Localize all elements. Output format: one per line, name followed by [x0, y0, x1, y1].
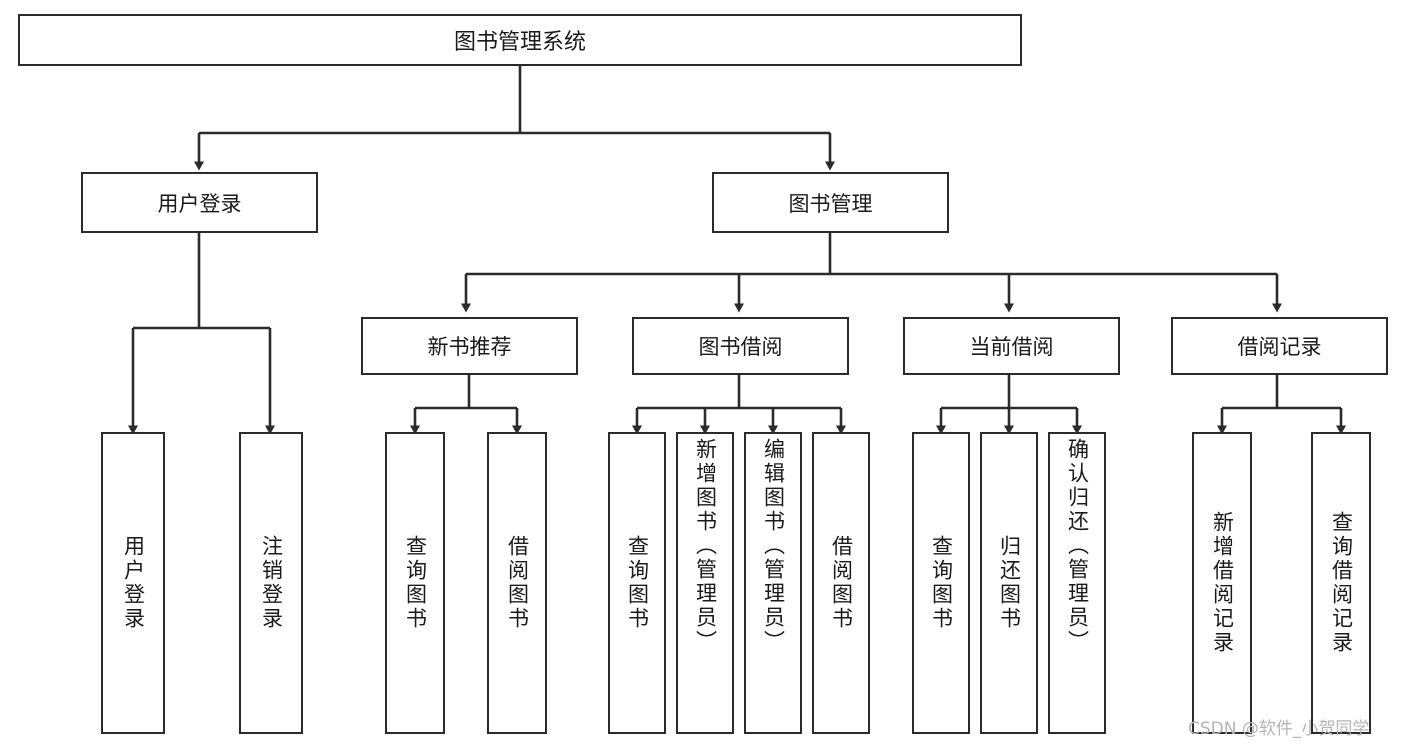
- node-label: 查询借阅记录: [1329, 511, 1354, 655]
- leaf-user-login[interactable]: 用户登录: [101, 432, 165, 734]
- leaf-borrow-book[interactable]: 借阅图书: [812, 432, 870, 734]
- leaf-borrow-book-new[interactable]: 借阅图书: [487, 432, 547, 734]
- node-label: 借阅记录: [1237, 335, 1322, 359]
- leaf-query-book-borrow[interactable]: 查询图书: [608, 432, 666, 734]
- node-label: 查询图书: [403, 535, 428, 631]
- node-label: 借阅图书: [829, 535, 854, 631]
- node-label: 图书管理: [788, 191, 873, 216]
- node-label: 图书管理系统: [453, 30, 586, 55]
- node-label: 用户登录: [121, 535, 146, 631]
- leaf-query-borrow-record[interactable]: 查询借阅记录: [1311, 432, 1371, 734]
- watermark-text: CSDN @软件_小贺同学: [1188, 719, 1370, 739]
- node-label: 新增借阅记录: [1210, 511, 1235, 655]
- leaf-user-logout[interactable]: 注销登录: [239, 432, 303, 734]
- node-book-management[interactable]: 图书管理: [712, 172, 949, 233]
- leaf-query-book-new[interactable]: 查询图书: [385, 432, 445, 734]
- node-borrow-record[interactable]: 借阅记录: [1171, 317, 1388, 375]
- node-label: 当前借阅: [969, 335, 1054, 359]
- node-label: 查询图书: [929, 535, 954, 631]
- leaf-confirm-return-admin[interactable]: 确认归还（管理员）: [1048, 432, 1106, 734]
- node-root-system[interactable]: 图书管理系统: [18, 14, 1022, 66]
- node-current-borrow[interactable]: 当前借阅: [903, 317, 1120, 375]
- leaf-return-book[interactable]: 归还图书: [980, 432, 1038, 734]
- node-label: 注销登录: [259, 535, 284, 631]
- node-label: 新增图书（管理员）: [693, 438, 718, 654]
- leaf-add-book-admin[interactable]: 新增图书（管理员）: [676, 432, 734, 734]
- leaf-query-book-current[interactable]: 查询图书: [912, 432, 970, 734]
- node-label: 用户登录: [157, 191, 242, 216]
- node-label: 归还图书: [997, 535, 1022, 631]
- node-user-login[interactable]: 用户登录: [81, 172, 318, 233]
- node-book-borrow[interactable]: 图书借阅: [632, 317, 849, 375]
- node-label: 查询图书: [625, 535, 650, 631]
- node-label: 编辑图书（管理员）: [761, 438, 786, 654]
- leaf-edit-book-admin[interactable]: 编辑图书（管理员）: [744, 432, 802, 734]
- node-label: 确认归还（管理员）: [1065, 438, 1090, 654]
- leaf-add-borrow-record[interactable]: 新增借阅记录: [1192, 432, 1252, 734]
- node-label: 借阅图书: [505, 535, 530, 631]
- node-new-book-recommend[interactable]: 新书推荐: [361, 317, 578, 375]
- node-label: 图书借阅: [698, 335, 783, 359]
- node-label: 新书推荐: [427, 335, 512, 359]
